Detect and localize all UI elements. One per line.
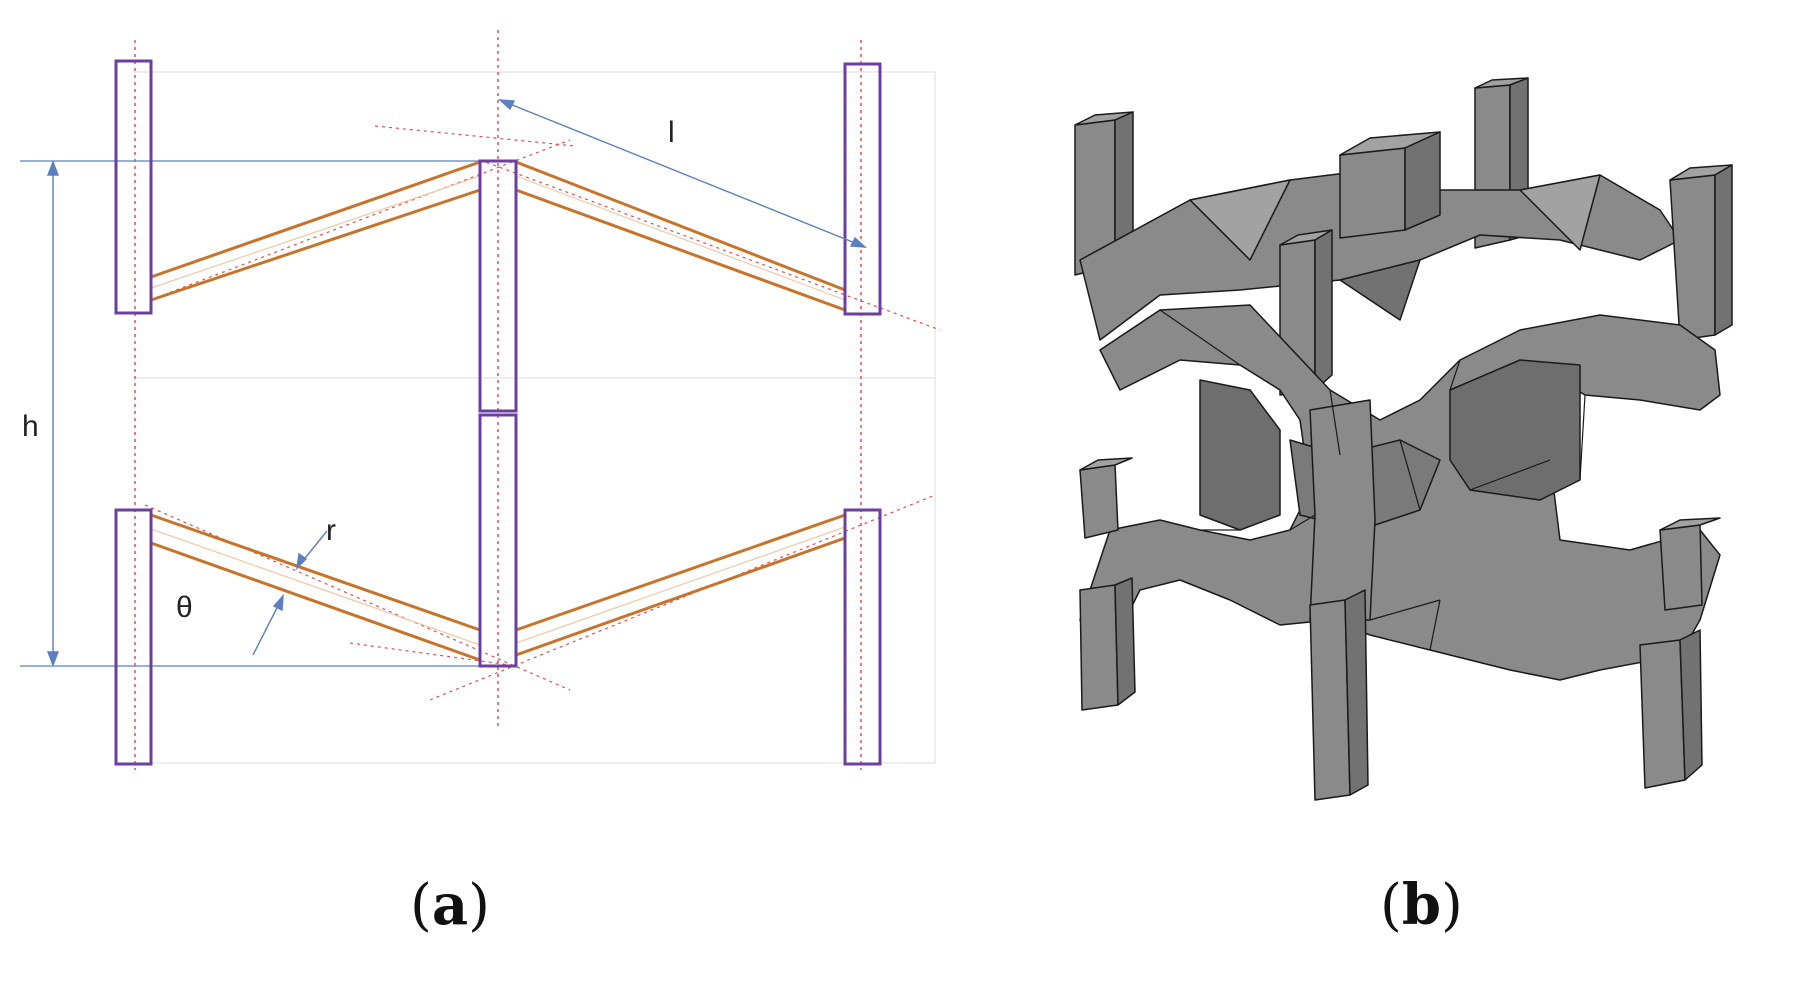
leg-bottom-left-side: [1114, 577, 1136, 706]
block-top-side: [1404, 131, 1441, 231]
post-right-side: [1714, 164, 1733, 336]
caption-a-letter: a: [431, 872, 469, 938]
strut-left-bottom: [114, 508, 153, 766]
label-h: h: [22, 410, 39, 443]
recess-right: [1449, 359, 1581, 501]
block-top-front: [1339, 147, 1406, 239]
post-right-front: [1669, 174, 1716, 341]
leg-bottom-right-side: [1679, 629, 1703, 781]
strut-top-left-edge1: [150, 160, 481, 279]
strut-top-left-edge2: [150, 188, 481, 302]
leg-bottom-front-left: [1309, 599, 1351, 801]
strut-right-top: [843, 62, 882, 316]
leg-bottom-left: [1079, 584, 1119, 711]
strut-bottom-right-edge2: [515, 536, 846, 657]
h-reference-lines: [20, 160, 498, 667]
strut-top-right-edge1: [515, 160, 846, 292]
label-l: l: [668, 116, 675, 149]
strut-top-right-edge2: [515, 188, 846, 312]
strut-bottom-left-edge1: [150, 513, 481, 632]
dimension-h: [46, 160, 60, 667]
recess-left: [1199, 379, 1281, 531]
dimension-r: [252, 530, 328, 656]
strut-bottom-left-edge2: [150, 541, 481, 662]
caption-b: (b): [1380, 872, 1463, 938]
caption-b-letter: b: [1401, 872, 1442, 938]
inclined-struts: [150, 160, 846, 662]
strut-bottom-right-edge1: [515, 513, 846, 632]
strut-right-bottom: [843, 508, 882, 766]
vertical-centerlines: [134, 30, 862, 770]
schematic-diagram: l h r θ: [20, 30, 941, 770]
strut-left-top: [114, 59, 153, 315]
strut-center-lower: [478, 413, 518, 668]
frame-top-back-facet3: [1339, 259, 1421, 321]
dimension-l: [498, 99, 867, 248]
leg-bottom-front-left-side: [1344, 589, 1369, 796]
post-lower-right-top: [1659, 517, 1721, 531]
label-r: r: [326, 514, 336, 547]
facet-lines: [1159, 309, 1586, 651]
frame-top-back-facet1: [1189, 179, 1291, 261]
post-lower-right-front: [1659, 524, 1703, 611]
label-theta: θ: [176, 591, 193, 624]
strut-inner-lines: [150, 175, 846, 646]
construction-lines: [135, 71, 936, 764]
post-lower-left-top: [1079, 457, 1133, 471]
leg-bottom-right: [1639, 639, 1686, 789]
caption-a: (a): [410, 872, 491, 938]
beam-center-front: [1309, 399, 1376, 621]
vertical-struts: [114, 59, 882, 766]
strut-center-upper: [478, 159, 518, 413]
frame-top-back-facet2: [1519, 174, 1601, 251]
rendered-3d-model: [1074, 77, 1733, 801]
post-front-left-side: [1314, 229, 1333, 391]
inclined-centerlines: [144, 125, 941, 701]
post-lower-left-front: [1079, 464, 1119, 539]
